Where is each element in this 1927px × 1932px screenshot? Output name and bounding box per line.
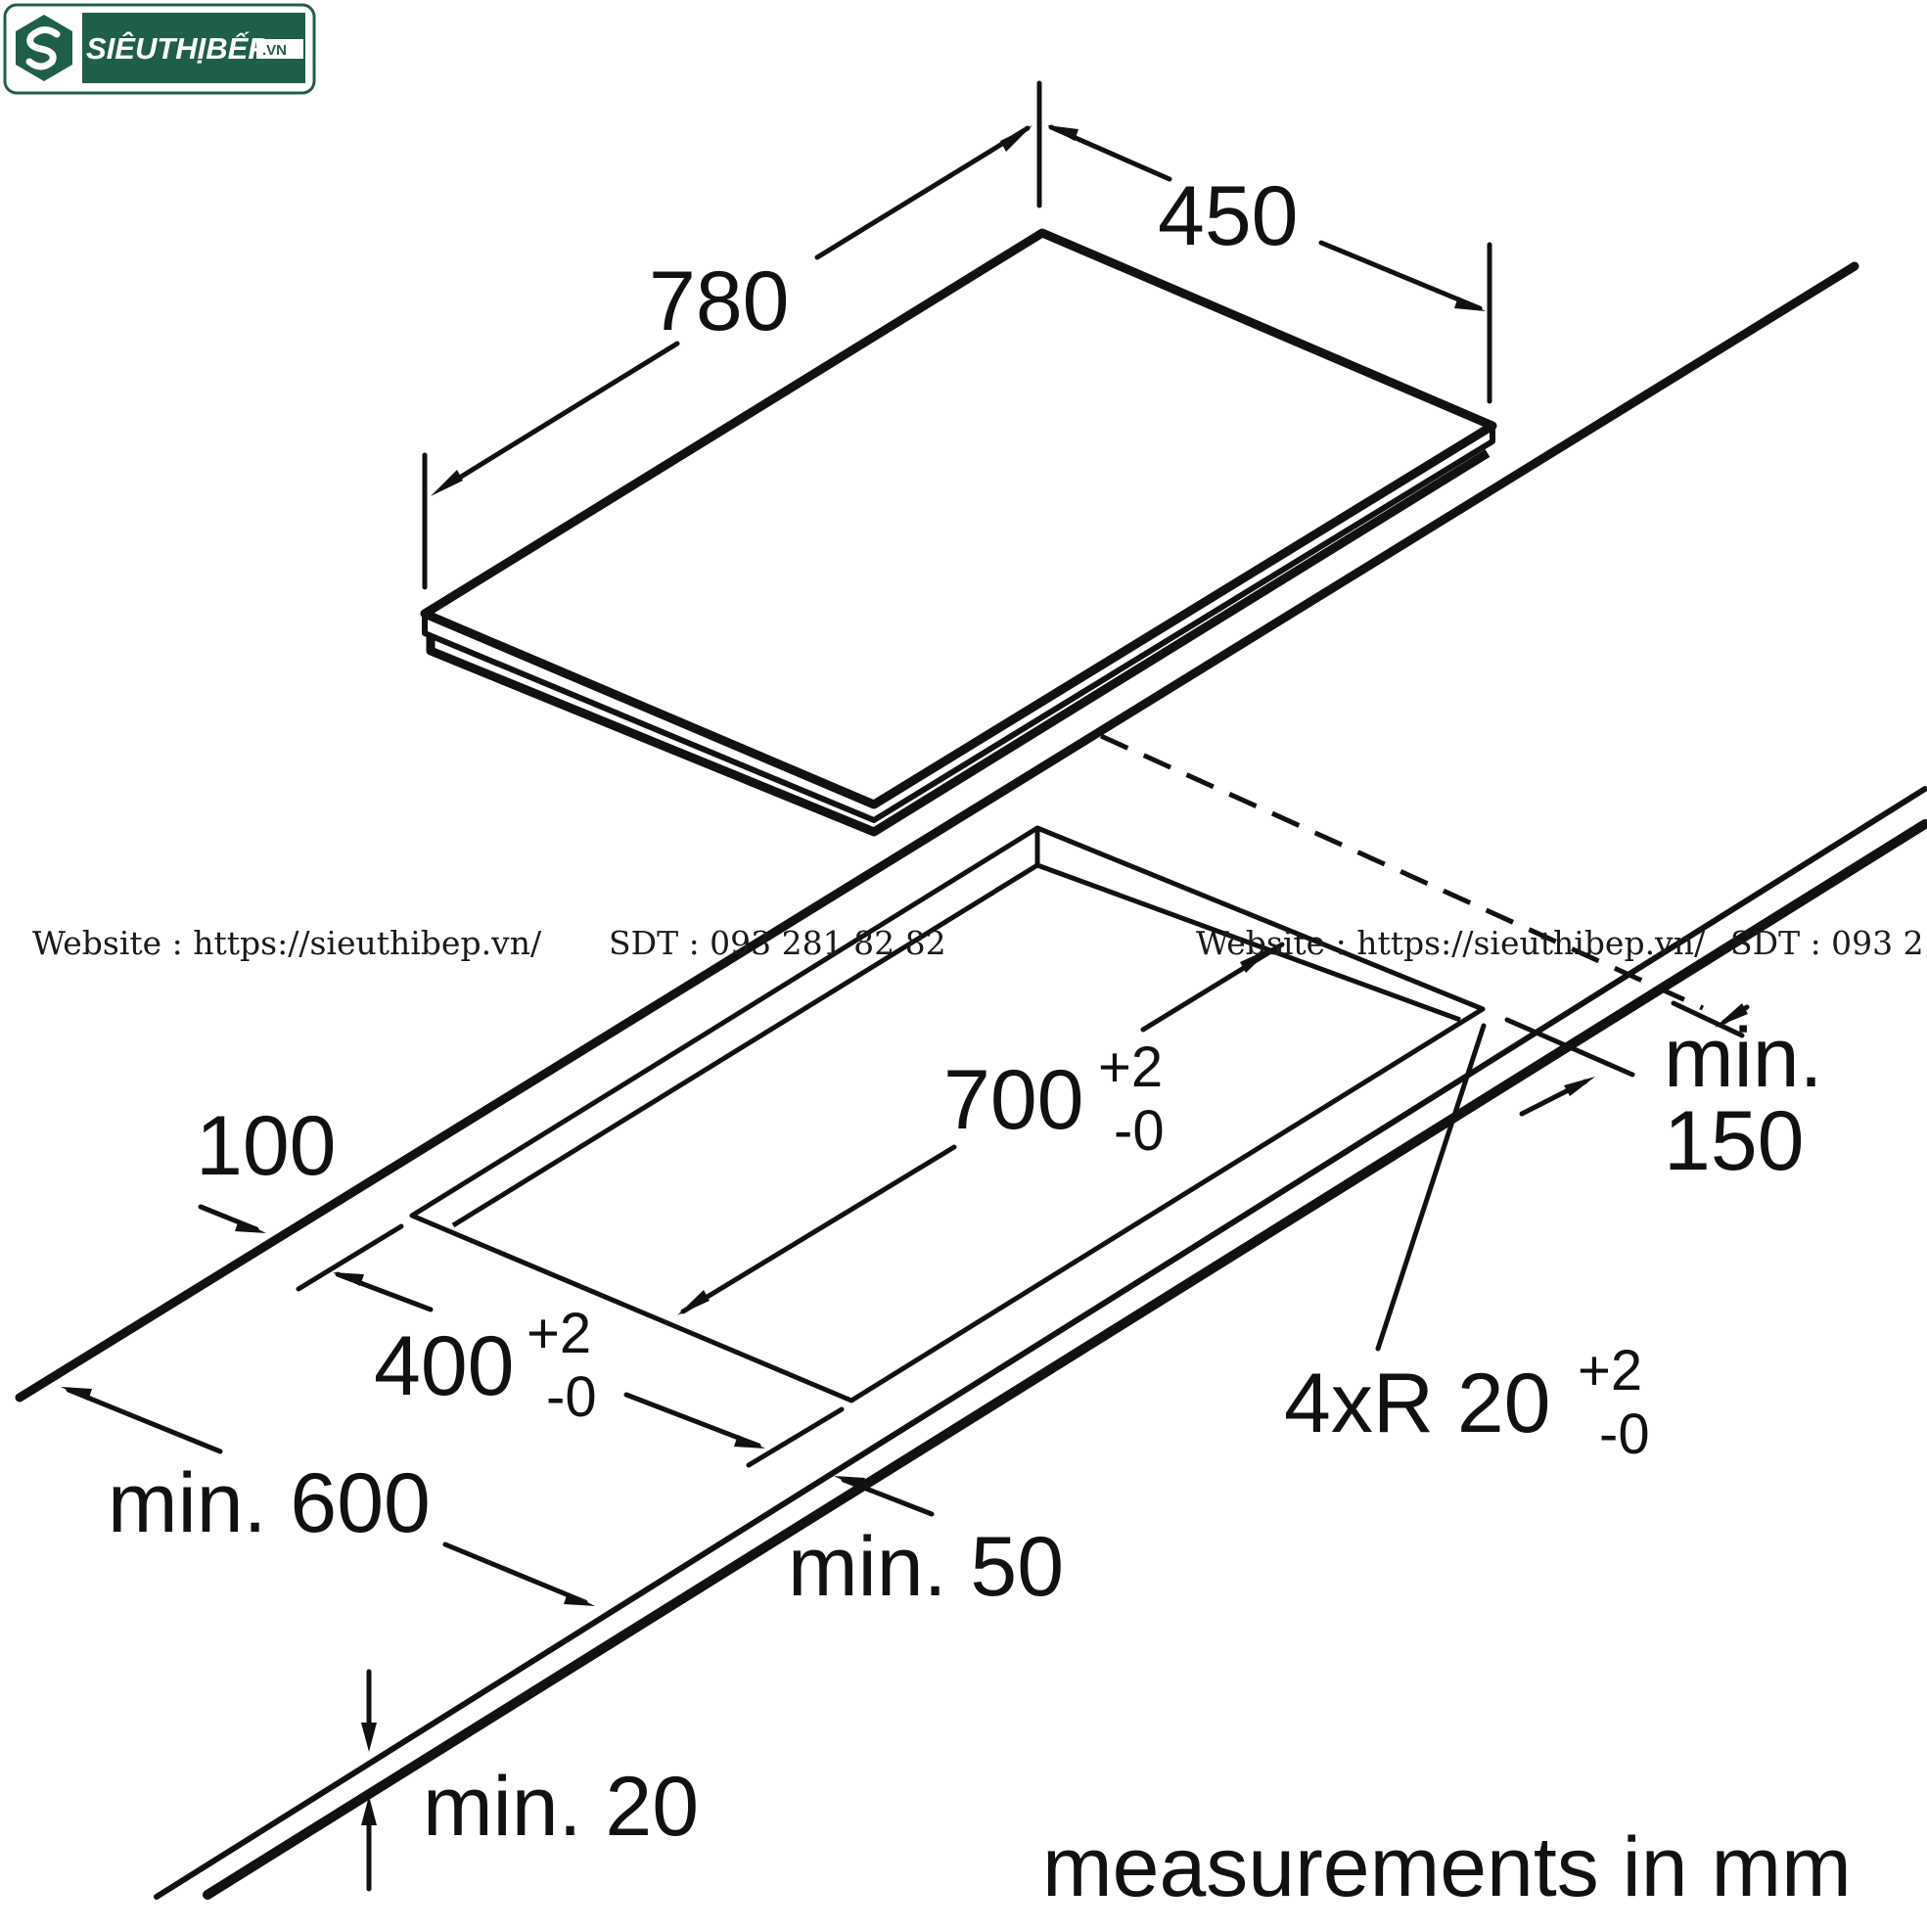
label-gap-front-line1: min. 50 [788, 1520, 1064, 1614]
arrow-780-left [431, 470, 463, 496]
label-hob-width: 450 [1158, 169, 1299, 263]
hob [420, 228, 1497, 837]
arrow-400-right [734, 1435, 765, 1449]
label-side-gap-line1: min. [1664, 1011, 1822, 1105]
arrow-450-right [1454, 297, 1486, 311]
arrow-700-top [1240, 947, 1272, 973]
arrow-700-bottom [677, 1290, 710, 1315]
dim-line-450-b [1318, 240, 1483, 311]
dim-line-600-a [66, 1387, 223, 1454]
ext-line-400-right [746, 1406, 845, 1468]
label-corner-radius-plus: +2 [1578, 1339, 1642, 1403]
arrow-450-left [1047, 125, 1078, 141]
arrow-back-50 [1715, 1003, 1748, 1028]
dim-line-780-a [442, 341, 680, 489]
label-cutout-length-minus: -0 [1114, 1099, 1165, 1163]
leader-line-radius [1375, 1023, 1487, 1352]
dim-line-600-b [442, 1541, 588, 1605]
dimension-labels: 780 450 700 +2 -0 400 +2 -0 4xR 20 +2 -0… [108, 169, 1852, 1914]
dim-line-400-b [623, 1392, 761, 1449]
logo-text: SIÊUTHỊBẾP [86, 30, 268, 66]
hob-glass-edge [422, 426, 1495, 823]
label-worktop-depth: min. 600 [108, 1456, 431, 1550]
projection-dashed-line [1099, 733, 1705, 1011]
label-cutout-width-minus: -0 [546, 1365, 597, 1429]
dim-line-700-b [680, 1144, 957, 1314]
label-cutout-length: 700 [943, 1053, 1084, 1147]
hob-top-surface [420, 228, 1497, 809]
arrow-100 [235, 1219, 266, 1233]
arrow-600-left [61, 1387, 92, 1401]
arrow-20-top [361, 1723, 377, 1752]
worktop-front-edge-bottom [203, 819, 1927, 1900]
label-cutout-width: 400 [374, 1319, 515, 1413]
label-side-gap-line2: 150 [1664, 1094, 1805, 1188]
watermark-phone-1: SDT : 093 281 82 82 [609, 924, 946, 962]
arrow-600-right [564, 1592, 595, 1606]
worktop-back-edge [15, 261, 1859, 1403]
dim-line-780-b [814, 125, 1031, 260]
logo-suffix-box [256, 39, 303, 59]
arrow-20-bottom [361, 1796, 377, 1825]
dimension-lines [61, 80, 1750, 1892]
cutout [409, 825, 1486, 1403]
watermark-phone-2: SDT : 093 2 [1730, 924, 1924, 962]
ext-line-400-left [296, 1223, 404, 1292]
arrow-50 [834, 1476, 865, 1490]
label-cutout-width-plus: +2 [527, 1302, 591, 1365]
label-corner-radius: 4xR 20 [1284, 1357, 1551, 1450]
watermarks: Website : https://sieuthibep.vn/ SDT : 0… [32, 924, 1924, 962]
dim-line-150-a [1504, 1017, 1635, 1078]
label-front-edge: 100 [196, 1099, 337, 1193]
label-cutout-length-plus: +2 [1098, 1035, 1163, 1099]
cutout-inner-back-wall [1036, 862, 1461, 1023]
label-unit-note: measurements in mm [1042, 1820, 1852, 1914]
hob-base-edge [426, 449, 1491, 837]
watermark-website-1: Website : https://sieuthibep.vn/ [32, 924, 542, 962]
logo-suffix: .VN [262, 42, 287, 59]
cutout-outline [409, 825, 1486, 1403]
cutout-inner-wall [451, 828, 1040, 1228]
logo-s-icon [25, 26, 61, 70]
watermark-website-2: Website : https://sieuthibep.vn/ [1196, 924, 1706, 962]
dim-line-back-50-b [1671, 1000, 1745, 1038]
arrow-400-left [333, 1272, 364, 1286]
logo: SIÊUTHỊBẾP .VN [3, 3, 316, 95]
arrow-150 [1564, 1077, 1595, 1096]
arrow-780-right [1000, 125, 1032, 152]
label-worktop-thickness: min. 20 [423, 1760, 699, 1854]
label-corner-radius-minus: -0 [1599, 1403, 1650, 1466]
label-hob-length: 780 [649, 254, 790, 348]
